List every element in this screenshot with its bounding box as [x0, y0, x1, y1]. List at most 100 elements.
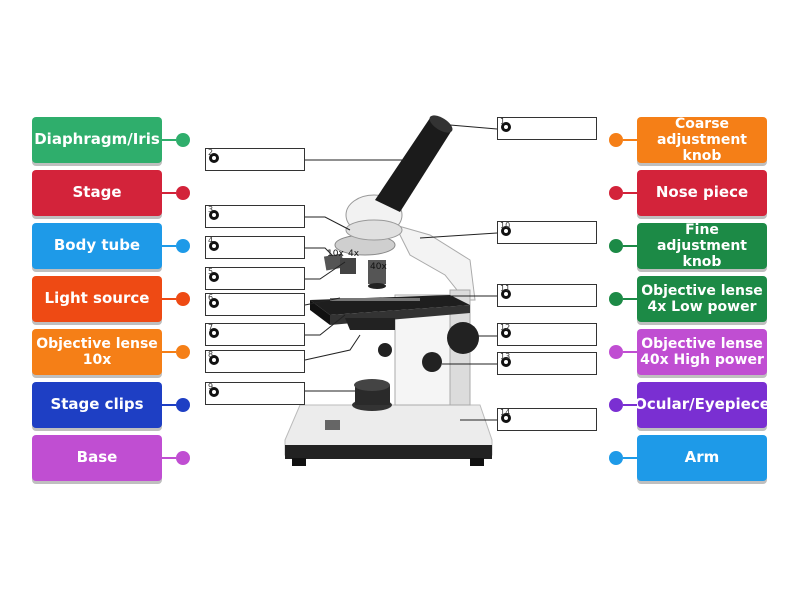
drag-pin-handle[interactable] — [176, 186, 190, 200]
left-label-card[interactable]: Base — [32, 435, 162, 481]
drag-pin-handle[interactable] — [609, 345, 623, 359]
box-number: 13 — [500, 352, 511, 361]
answer-drop-box[interactable]: 2 — [205, 148, 305, 171]
box-number: 5 — [208, 267, 214, 276]
drag-pin-handle[interactable] — [176, 133, 190, 147]
right-label-card[interactable]: Objective lense 4x Low power — [637, 276, 767, 322]
ring-icon — [501, 226, 511, 236]
answer-drop-box[interactable]: 9 — [205, 382, 305, 405]
connector-line — [162, 192, 176, 194]
connector-line — [162, 404, 176, 406]
answer-drop-box[interactable]: 11 — [497, 284, 597, 307]
label-text: Objective lense 10x — [36, 335, 158, 368]
box-number: 7 — [208, 323, 214, 332]
ring-icon — [209, 387, 219, 397]
drag-pin-handle[interactable] — [176, 239, 190, 253]
label-text: Ocular/Eyepiece — [634, 395, 770, 414]
right-label-card[interactable]: Ocular/Eyepiece — [634, 382, 770, 428]
connector-line — [623, 298, 637, 300]
ring-icon — [501, 413, 511, 423]
answer-drop-box[interactable]: 13 — [497, 352, 597, 375]
left-label-card[interactable]: Stage clips — [32, 382, 162, 428]
box-number: 10 — [500, 221, 511, 230]
ring-icon — [209, 272, 219, 282]
drag-pin-handle[interactable] — [609, 292, 623, 306]
ring-icon — [209, 210, 219, 220]
box-number: 3 — [208, 205, 214, 214]
box-number: 6 — [208, 293, 214, 302]
box-number: 8 — [208, 350, 214, 359]
ring-icon — [501, 122, 511, 132]
connector-line — [623, 245, 637, 247]
connector-line — [623, 192, 637, 194]
left-label-card[interactable]: Diaphragm/Iris — [32, 117, 162, 163]
box-number: 4 — [208, 236, 214, 245]
box-number: 11 — [500, 284, 511, 293]
objective-40x-marking: 40x — [370, 262, 387, 272]
ring-icon — [209, 153, 219, 163]
label-text: Base — [76, 448, 118, 467]
answer-drop-box[interactable]: 8 — [205, 350, 305, 373]
answer-drop-box[interactable]: 5 — [205, 267, 305, 290]
label-text: Arm — [684, 448, 720, 467]
left-label-card[interactable]: Stage — [32, 170, 162, 216]
answer-drop-box[interactable]: 10 — [497, 221, 597, 244]
drag-pin-handle[interactable] — [176, 398, 190, 412]
answer-drop-box[interactable]: 7 — [205, 323, 305, 346]
box-number: 12 — [500, 323, 511, 332]
objective-4x-marking: 4x — [348, 249, 360, 259]
answer-drop-box[interactable]: 4 — [205, 236, 305, 259]
label-text: Fine adjustment knob — [656, 221, 747, 271]
ring-icon — [501, 289, 511, 299]
connector-line — [623, 404, 637, 406]
left-label-card[interactable]: Body tube — [32, 223, 162, 269]
box-number: 1 — [500, 117, 506, 126]
connector-line — [162, 457, 176, 459]
label-text: Stage — [72, 183, 122, 202]
left-label-card[interactable]: Light source — [32, 276, 162, 322]
left-label-card[interactable]: Objective lense 10x — [32, 329, 162, 375]
label-text: Diaphragm/Iris — [34, 130, 160, 149]
label-text: Nose piece — [655, 183, 749, 202]
ring-icon — [501, 328, 511, 338]
label-text: Coarse adjustment knob — [656, 115, 747, 165]
right-label-card[interactable]: Objective lense 40x High power — [637, 329, 767, 375]
connector-line — [162, 298, 176, 300]
ring-icon — [209, 298, 219, 308]
right-label-card[interactable]: Fine adjustment knob — [637, 221, 767, 271]
right-label-card[interactable]: Arm — [637, 435, 767, 481]
drag-pin-handle[interactable] — [609, 451, 623, 465]
label-text: Light source — [44, 289, 150, 308]
label-text: Body tube — [53, 236, 141, 255]
answer-drop-box[interactable]: 6 — [205, 293, 305, 316]
connector-line — [162, 139, 176, 141]
box-number: 9 — [208, 382, 214, 391]
drag-pin-handle[interactable] — [609, 133, 623, 147]
drag-pin-handle[interactable] — [609, 186, 623, 200]
ring-icon — [209, 328, 219, 338]
ring-icon — [501, 357, 511, 367]
ring-icon — [209, 241, 219, 251]
box-number: 14 — [500, 408, 511, 417]
answer-drop-box[interactable]: 3 — [205, 205, 305, 228]
answer-drop-box[interactable]: 1 — [497, 117, 597, 140]
drag-pin-handle[interactable] — [609, 398, 623, 412]
connector-line — [162, 351, 176, 353]
connector-line — [162, 245, 176, 247]
connector-line — [623, 457, 637, 459]
drag-pin-handle[interactable] — [176, 451, 190, 465]
drag-pin-handle[interactable] — [176, 345, 190, 359]
answer-drop-box[interactable]: 12 — [497, 323, 597, 346]
drag-pin-handle[interactable] — [176, 292, 190, 306]
objective-10x-marking: 10x — [327, 249, 344, 259]
label-text: Objective lense 40x High power — [640, 335, 764, 368]
right-label-card[interactable]: Nose piece — [637, 170, 767, 216]
answer-drop-box[interactable]: 14 — [497, 408, 597, 431]
connector-line — [623, 139, 637, 141]
label-text: Stage clips — [50, 395, 144, 414]
right-label-card[interactable]: Coarse adjustment knob — [637, 115, 767, 165]
label-text: Objective lense 4x Low power — [641, 282, 763, 315]
connector-line — [623, 351, 637, 353]
drag-pin-handle[interactable] — [609, 239, 623, 253]
